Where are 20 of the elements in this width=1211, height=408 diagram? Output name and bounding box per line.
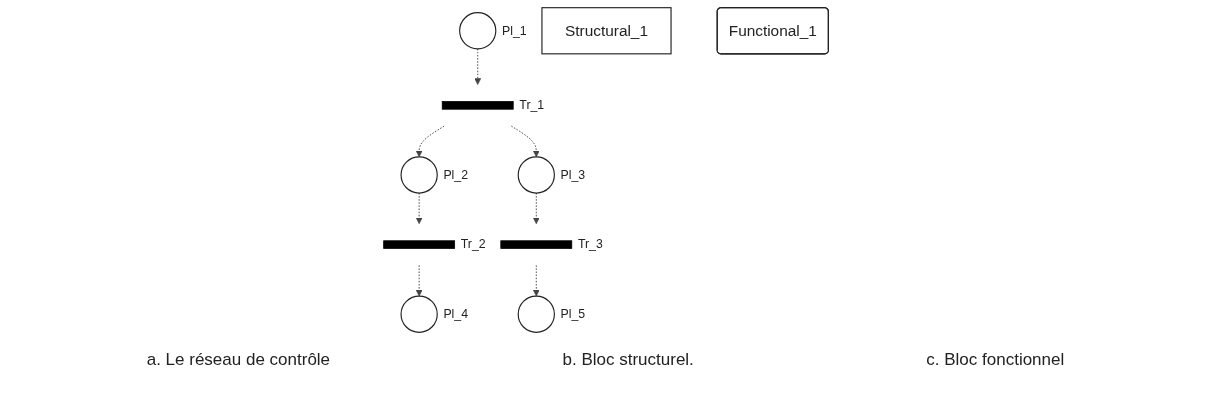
- node-label: Pl_3: [560, 168, 585, 182]
- node-label: Tr_3: [577, 237, 603, 251]
- node-circle: [400, 156, 438, 194]
- node-label: Tr_2: [460, 237, 486, 251]
- node-label: Pl_5: [560, 307, 585, 321]
- node-circle: [517, 295, 555, 333]
- node-box: Structural_1: [540, 7, 672, 55]
- node-bar: [499, 240, 572, 249]
- node-label: Pl_4: [442, 307, 468, 321]
- node-bar: [441, 101, 514, 110]
- node-circle: [458, 12, 496, 50]
- node-circle: [400, 295, 438, 333]
- caption-text: a. Le réseau de contrôle: [146, 350, 331, 370]
- node-circle: [517, 156, 555, 194]
- caption-text: c. Bloc fonctionnel: [926, 350, 1065, 370]
- caption-text: b. Bloc structurel.: [562, 350, 694, 370]
- node-label: Pl_2: [442, 168, 468, 182]
- node-bar: [382, 240, 455, 249]
- node-label: Tr_1: [518, 98, 544, 112]
- node-label: Pl_1: [501, 23, 527, 37]
